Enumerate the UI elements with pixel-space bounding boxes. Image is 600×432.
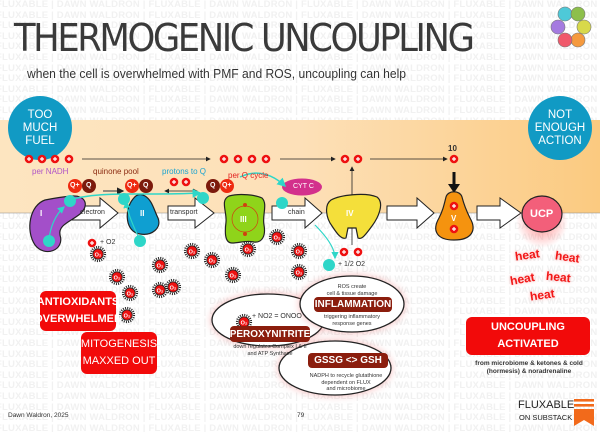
watermark-row: FLUXABLE | DAWN WALDRON | FLUXABLE | DAW… bbox=[0, 104, 600, 116]
watermark-row: FLUXABLE | DAWN WALDRON | FLUXABLE | DAW… bbox=[0, 0, 600, 10]
complex-iii-label: III bbox=[240, 215, 247, 224]
complex-iv-shape bbox=[326, 193, 382, 239]
watermark-row: FLUXABLE | DAWN WALDRON | FLUXABLE | DAW… bbox=[0, 412, 600, 424]
electrons bbox=[43, 192, 335, 271]
q-label: Q bbox=[86, 182, 92, 189]
watermark-row: FLUXABLE | DAWN WALDRON | FLUXABLE | DAW… bbox=[0, 338, 600, 349]
watermark-row: FLUXABLE | DAWN WALDRON | FLUXABLE | DAW… bbox=[0, 83, 600, 95]
protons-per-nadh bbox=[24, 154, 74, 164]
protons-per-q-cycle bbox=[219, 154, 271, 164]
brand-subtitle: ON SUBSTACK bbox=[519, 413, 573, 422]
complex-ii-label: II bbox=[140, 209, 145, 218]
per-q-cycle-label: per Q cycle bbox=[228, 171, 269, 180]
watermark-row: FLUXABLE | DAWN WALDRON | FLUXABLE | DAW… bbox=[0, 30, 600, 42]
heat-label: heat bbox=[545, 268, 572, 286]
peroxynitrite-title: PEROXYNITRITE bbox=[230, 326, 310, 342]
quinone-pair-1 bbox=[68, 179, 96, 193]
page-title: THERMOGENIC UNCOUPLING bbox=[14, 16, 475, 60]
inflammation-title: INFLAMMATION bbox=[314, 297, 392, 312]
q-label: Q bbox=[210, 182, 216, 189]
cyt-c-label: CYT C bbox=[293, 183, 314, 190]
plus-o2-label: + O2 bbox=[100, 239, 116, 246]
uncoupling-note: from microbiome & ketones & cold(hormesi… bbox=[475, 360, 583, 375]
complex-v-shape bbox=[435, 191, 474, 241]
watermark-row: FLUXABLE | DAWN WALDRON | FLUXABLE | DAW… bbox=[0, 51, 600, 63]
watermark-row: FLUXABLE | DAWN WALDRON | FLUXABLE | DAW… bbox=[0, 62, 600, 74]
ucp-shape bbox=[521, 195, 563, 233]
protons-complex-iv bbox=[340, 154, 363, 164]
watermark-row: FLUXABLE | DAWN WALDRON | FLUXABLE | DAW… bbox=[0, 422, 600, 432]
plus-half-o2-label: + 1/2 O2 bbox=[338, 261, 366, 268]
quinone-pair-2 bbox=[125, 179, 153, 193]
watermark-row: FLUXABLE | DAWN WALDRON | FLUXABLE | DAW… bbox=[0, 401, 600, 413]
glutathione-title: GSSG <> GSH bbox=[308, 353, 388, 368]
watermark-row: FLUXABLE | DAWN WALDRON | FLUXABLE | DAW… bbox=[0, 94, 600, 106]
watermark-row: FLUXABLE | DAWN WALDRON | FLUXABLE | DAW… bbox=[0, 9, 600, 21]
proton-complex-v bbox=[449, 154, 459, 164]
watermark-row: FLUXABLE | DAWN WALDRON | FLUXABLE | DAW… bbox=[0, 253, 600, 265]
arrow-label-chain: chain bbox=[288, 209, 305, 216]
arrow-label-transport: transport bbox=[170, 209, 198, 216]
quinone-pair-3 bbox=[206, 179, 234, 193]
uncoupling-activated-box: UNCOUPLING ACTIVATED bbox=[466, 317, 590, 355]
q-plus-label: Q+ bbox=[222, 182, 232, 189]
watermark-row: FLUXABLE | DAWN WALDRON | FLUXABLE | DAW… bbox=[0, 390, 600, 402]
protons-to-q-label: protons to Q bbox=[162, 167, 207, 176]
brand-name: FLUXABLE bbox=[518, 399, 575, 411]
q-plus-label: Q+ bbox=[70, 182, 80, 189]
complex-i-label: I bbox=[40, 209, 43, 218]
watermark-row: FLUXABLE | DAWN WALDRON | FLUXABLE | DAW… bbox=[0, 221, 600, 233]
watermark-row: FLUXABLE | DAWN WALDRON | FLUXABLE | DAW… bbox=[0, 285, 600, 297]
substack-icon bbox=[574, 399, 594, 426]
watermark-row: FLUXABLE | DAWN WALDRON | FLUXABLE | DAW… bbox=[0, 73, 600, 85]
chain-arrows bbox=[66, 196, 522, 230]
watermark-row: FLUXABLE | DAWN WALDRON | FLUXABLE | DAW… bbox=[0, 232, 600, 244]
watermark-row: FLUXABLE | DAWN WALDRON | FLUXABLE | DAW… bbox=[0, 41, 600, 53]
peroxynitrite-formula: + NO2 = ONOO bbox=[252, 313, 302, 320]
arrow-label-electron: electron bbox=[80, 209, 105, 216]
per-nadh-label: per NADH bbox=[32, 167, 69, 176]
complex-iv-label: IV bbox=[346, 209, 354, 218]
cyt-c-shape bbox=[282, 178, 322, 196]
q-plus-label: Q+ bbox=[127, 182, 137, 189]
complex-v-label: V bbox=[451, 214, 457, 223]
page-subtitle: when the cell is overwhelmed with PMF an… bbox=[27, 66, 407, 81]
q-label: Q bbox=[143, 182, 149, 189]
proton-count-label: 10 bbox=[448, 144, 457, 153]
complex-iii-shape bbox=[223, 193, 266, 244]
watermark-row: FLUXABLE | DAWN WALDRON | FLUXABLE | DAW… bbox=[0, 20, 600, 32]
watermark-row: FLUXABLE | DAWN WALDRON | FLUXABLE | DAW… bbox=[0, 274, 600, 286]
complex-i-shape bbox=[29, 195, 86, 253]
page-number: 79 bbox=[297, 412, 305, 419]
quinone-pool-label: quinone pool bbox=[93, 167, 139, 176]
ucp-label: UCP bbox=[530, 208, 554, 220]
author-credit: Dawn Waldron, 2025 bbox=[8, 412, 69, 419]
